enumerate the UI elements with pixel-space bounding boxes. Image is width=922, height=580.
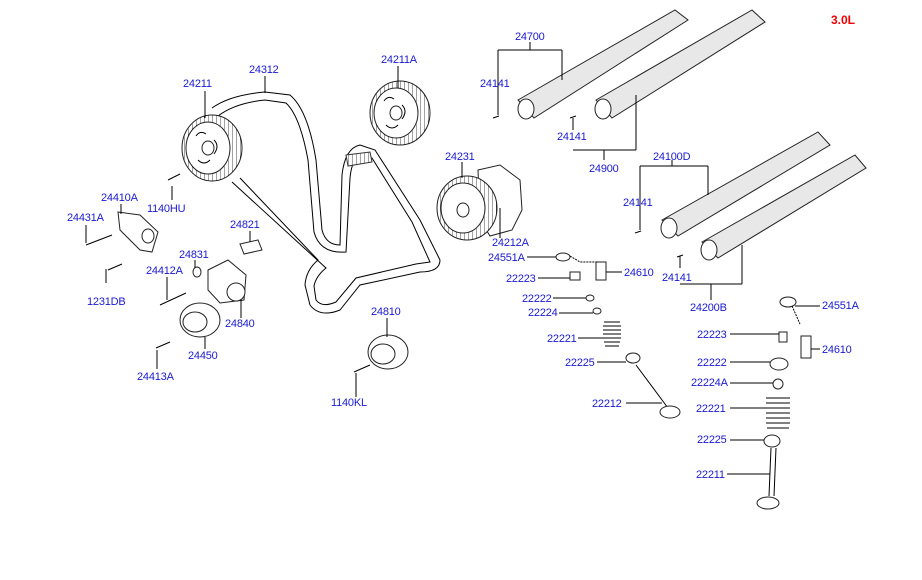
part-label-22223-left[interactable]: 22223 xyxy=(506,273,536,285)
valve-train-right xyxy=(756,296,812,510)
part-label-1231DB[interactable]: 1231DB xyxy=(87,296,126,308)
part-label-1140HU[interactable]: 1140HU xyxy=(147,203,186,215)
part-label-22212-left[interactable]: 22212 xyxy=(592,398,622,410)
nut-24831 xyxy=(192,266,202,278)
sprocket-24231 xyxy=(436,164,523,241)
part-label-24410A[interactable]: 24410A xyxy=(101,192,138,204)
part-label-24840[interactable]: 24840 xyxy=(225,318,255,330)
part-label-24831[interactable]: 24831 xyxy=(179,249,209,261)
part-label-22221-left[interactable]: 22221 xyxy=(547,333,577,345)
part-label-22224-left[interactable]: 22224 xyxy=(528,307,558,319)
tensioner-24410A xyxy=(117,211,159,253)
part-label-24700[interactable]: 24700 xyxy=(515,31,545,43)
part-label-24211[interactable]: 24211 xyxy=(183,78,212,90)
part-label-24810[interactable]: 24810 xyxy=(371,306,401,318)
part-label-1140KL[interactable]: 1140KL xyxy=(331,397,367,409)
sleeve-24821 xyxy=(239,239,263,255)
engine-variant-label: 3.0L xyxy=(831,13,856,27)
part-label-24231[interactable]: 24231 xyxy=(445,151,475,163)
part-label-24610-right[interactable]: 24610 xyxy=(822,344,852,356)
part-label-24450[interactable]: 24450 xyxy=(188,350,218,362)
sprocket-24211A xyxy=(369,80,431,146)
part-label-22222-left[interactable]: 22222 xyxy=(522,293,552,305)
part-label-24610-left[interactable]: 24610 xyxy=(624,267,654,279)
part-label-24551A-right[interactable]: 24551A xyxy=(822,300,859,312)
part-label-24141-a[interactable]: 24141 xyxy=(480,78,510,90)
part-label-24821[interactable]: 24821 xyxy=(230,219,260,231)
part-label-24312[interactable]: 24312 xyxy=(249,64,279,76)
part-label-24212A[interactable]: 24212A xyxy=(492,237,529,249)
part-label-24412A[interactable]: 24412A xyxy=(146,265,183,277)
part-label-24431A[interactable]: 24431A xyxy=(67,212,104,224)
part-label-24141-d[interactable]: 24141 xyxy=(662,272,692,284)
sprocket-24211 xyxy=(181,114,243,182)
part-label-24200B[interactable]: 24200B xyxy=(690,302,727,314)
camshaft-24200B xyxy=(700,154,867,261)
part-label-24141-b[interactable]: 24141 xyxy=(557,131,587,143)
idler-24810 xyxy=(367,334,409,370)
part-label-22225-left[interactable]: 22225 xyxy=(565,357,595,369)
part-label-22225-right[interactable]: 22225 xyxy=(697,434,727,446)
camshaft-24100D xyxy=(660,131,831,239)
part-label-24141-c[interactable]: 24141 xyxy=(623,197,653,209)
part-label-22222-right[interactable]: 22222 xyxy=(697,357,727,369)
part-label-24900[interactable]: 24900 xyxy=(589,163,619,175)
part-label-22223-right[interactable]: 22223 xyxy=(697,329,727,341)
timing-belt-24312 xyxy=(211,91,441,314)
camshaft-24700 xyxy=(517,9,689,120)
part-label-22221-right[interactable]: 22221 xyxy=(696,403,726,415)
leader-lines xyxy=(85,42,820,475)
part-label-22224A-right[interactable]: 22224A xyxy=(691,377,728,389)
part-label-24100D[interactable]: 24100D xyxy=(653,151,691,163)
part-label-24211A[interactable]: 24211A xyxy=(381,54,417,66)
bracket-24840 xyxy=(207,259,247,304)
part-label-22211-right[interactable]: 22211 xyxy=(696,469,725,481)
valve-train-left xyxy=(555,252,681,419)
part-label-24551A-left[interactable]: 24551A xyxy=(488,252,525,264)
part-label-24413A[interactable]: 24413A xyxy=(137,371,174,383)
camshaft-24900 xyxy=(594,9,766,120)
pulley-24450 xyxy=(179,302,221,338)
